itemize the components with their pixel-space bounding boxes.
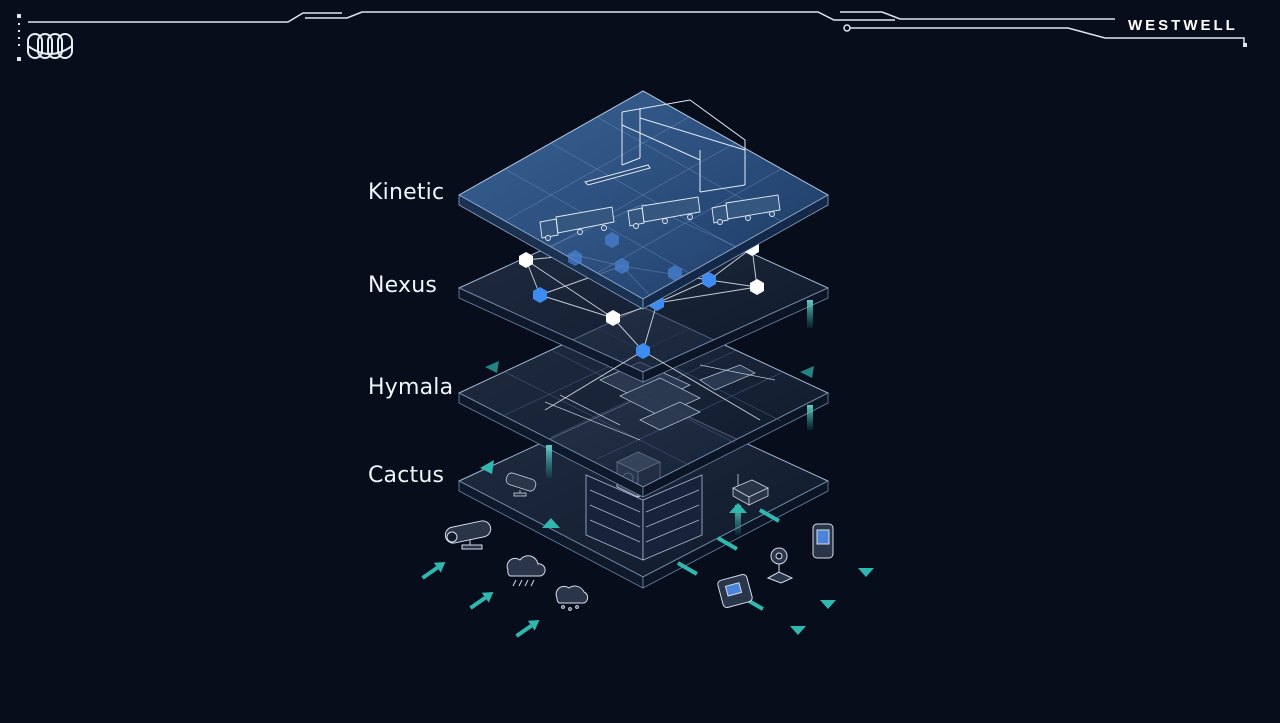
container-truck-icon bbox=[711, 194, 781, 225]
frame-dots bbox=[17, 14, 1247, 61]
layer-label-kinetic: Kinetic bbox=[368, 180, 445, 205]
network-node-blue bbox=[702, 272, 716, 288]
mobile-device-icon bbox=[812, 523, 834, 559]
rain-cloud-icon bbox=[506, 555, 546, 587]
layer-label-nexus: Nexus bbox=[368, 273, 438, 298]
upward-data-flows bbox=[542, 300, 813, 535]
westwell-w-logo-icon bbox=[27, 33, 73, 59]
smart-display-icon bbox=[766, 547, 794, 584]
kinetic-plane bbox=[457, 90, 830, 310]
container-truck-icon bbox=[627, 196, 701, 229]
container-truck-icon bbox=[539, 206, 615, 241]
network-node-blue bbox=[533, 287, 547, 303]
cctv-camera-icon bbox=[444, 520, 492, 550]
network-node-white bbox=[519, 252, 533, 268]
network-node-white bbox=[606, 310, 620, 326]
gantry-crane-icon bbox=[584, 99, 746, 193]
top-frame-lines bbox=[28, 11, 1245, 44]
handheld-terminal-icon bbox=[717, 573, 753, 609]
layer-label-cactus: Cactus bbox=[368, 463, 445, 488]
network-node-blue bbox=[636, 343, 650, 359]
network-node-white bbox=[750, 279, 764, 295]
layer-label-hymala: Hymala bbox=[368, 375, 454, 400]
brand-wordmark: WESTWELL bbox=[1128, 17, 1238, 34]
drizzle-cloud-icon bbox=[555, 585, 589, 611]
